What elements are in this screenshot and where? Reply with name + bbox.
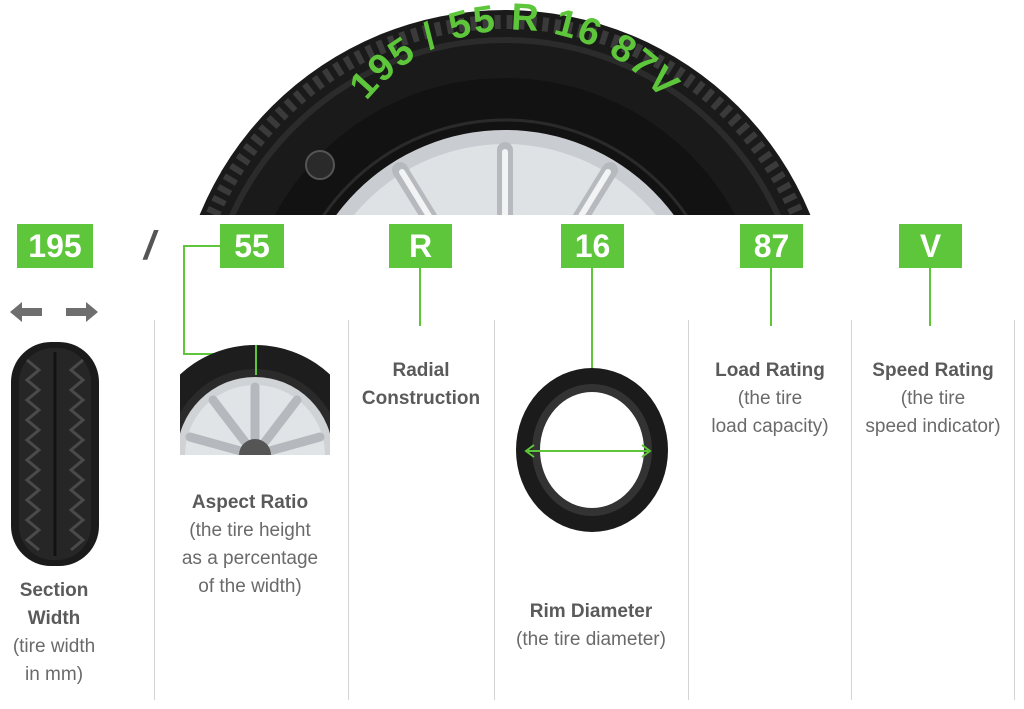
hero-tire-code: 195 / 55 R 16 87V: [342, 0, 688, 107]
rim-diameter-title: Rim Diameter: [529, 601, 653, 622]
code-badge-rim-diameter: 16: [561, 224, 624, 268]
speed-rating-title: Speed Rating: [872, 360, 994, 381]
code-badge-radial: R: [389, 224, 452, 268]
section-width-title-1: Section: [19, 580, 89, 601]
load-rating-desc-1: (the tire: [737, 388, 803, 409]
aspect-ratio-desc-1: (the tire height: [189, 520, 311, 541]
wheel-closeup-icon: [180, 345, 330, 455]
speed-rating-desc-1: (the tire: [900, 388, 966, 409]
connector-speed-rating: [929, 268, 931, 326]
speed-rating-desc-2: speed indicator): [865, 416, 1001, 437]
aspect-ratio-title: Aspect Ratio: [191, 492, 309, 513]
section-width-desc-2: in mm): [24, 664, 84, 685]
divider: [494, 320, 495, 700]
aspect-ratio-desc-3: of the width): [198, 576, 302, 597]
divider: [688, 320, 689, 700]
connector-rim-diameter: [591, 268, 593, 448]
label-aspect-ratio: Aspect Ratio (the tire height as a perce…: [160, 489, 340, 601]
code-badge-speed-rating: V: [899, 224, 962, 268]
load-rating-title: Load Rating: [715, 360, 825, 381]
code-badge-load-rating: 87: [740, 224, 803, 268]
section-width-title-2: Width: [27, 608, 81, 629]
label-rim-diameter: Rim Diameter (the tire diameter): [496, 598, 686, 654]
divider: [851, 320, 852, 700]
radial-title-2: Construction: [361, 388, 481, 409]
divider: [1014, 320, 1015, 700]
label-section-width: Section Width (tire width in mm): [0, 577, 108, 689]
tire-ring-icon: [516, 368, 668, 532]
section-width-desc-1: (tire width: [12, 636, 96, 657]
aspect-ratio-desc-2: as a percentage: [181, 548, 319, 569]
divider: [154, 320, 155, 700]
connector-radial: [419, 268, 421, 326]
svg-text:195 / 55 R 16 87V: 195 / 55 R 16 87V: [342, 0, 688, 107]
tire-tread-icon: [11, 342, 99, 566]
label-radial: Radial Construction: [350, 357, 492, 413]
hero-tire-icon: [199, 10, 811, 215]
code-badge-section-width: 195: [17, 224, 93, 268]
label-speed-rating: Speed Rating (the tire speed indicator): [853, 357, 1013, 441]
label-load-rating: Load Rating (the tire load capacity): [690, 357, 850, 441]
separator-slash: /: [144, 224, 156, 268]
width-arrows-icon: [10, 302, 98, 322]
radial-title-1: Radial: [392, 360, 450, 381]
rim-diameter-desc-1: (the tire diameter): [516, 629, 666, 650]
divider: [348, 320, 349, 700]
tire-code-text: 195 / 55 R 16 87V: [342, 0, 686, 107]
code-badge-aspect-ratio: 55: [220, 224, 284, 268]
connector-load-rating: [770, 268, 772, 326]
load-rating-desc-2: load capacity): [711, 416, 829, 437]
